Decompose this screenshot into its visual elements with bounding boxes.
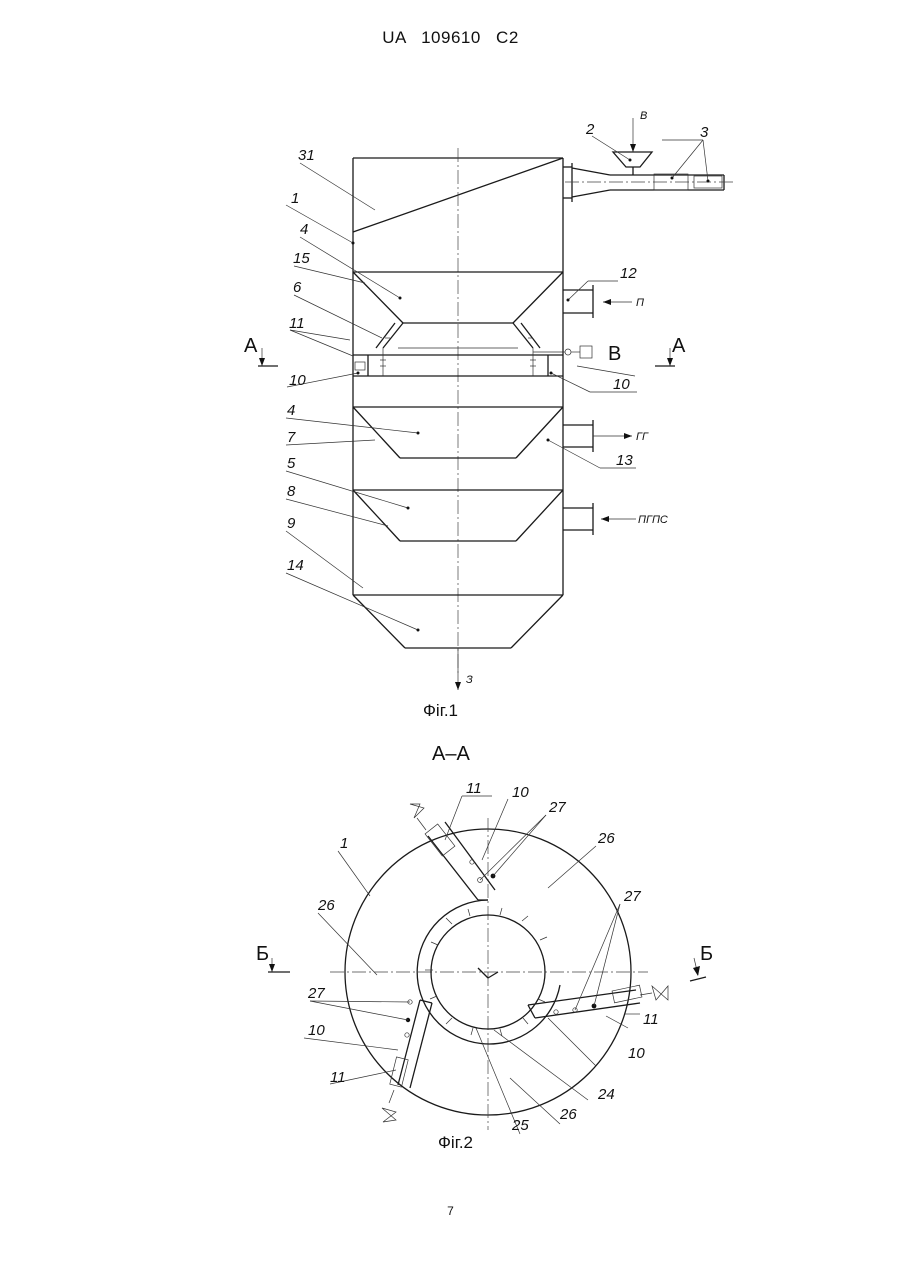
ref2-25: 25: [511, 1117, 529, 1134]
flow-label-v: В: [640, 110, 647, 122]
figure-1: 31 1 4 15 6 11 10 4 7 5 8 9 14 2 3 12 10…: [244, 110, 735, 720]
ref2-10-top: 10: [512, 784, 529, 801]
ref-4-lower: 4: [287, 402, 295, 419]
ref-10-left: 10: [289, 372, 306, 389]
flow-label-pgps: ПГПС: [638, 514, 668, 526]
ref-9: 9: [287, 515, 296, 532]
ref2-24: 24: [597, 1086, 615, 1103]
section-mark-a-right: А: [672, 335, 686, 357]
ref2-26-right: 26: [597, 830, 615, 847]
ref2-11-left: 11: [330, 1069, 346, 1086]
flow-label-z: З: [466, 674, 473, 686]
ref-5: 5: [287, 455, 296, 472]
ref2-11-top: 11: [466, 780, 482, 797]
ref-15: 15: [293, 250, 310, 267]
ref2-10-left: 10: [308, 1022, 325, 1039]
ref2-26-left: 26: [317, 897, 335, 914]
ref-11: 11: [289, 315, 305, 332]
flow-label-p: П: [636, 297, 644, 309]
flow-label-gg: ГГ: [636, 431, 649, 443]
figure-2-title: А–А: [432, 743, 470, 765]
ref-7: 7: [287, 429, 296, 446]
section-mark-b-left: Б: [256, 943, 269, 965]
ref-12: 12: [620, 265, 637, 282]
ref-6: 6: [293, 279, 302, 296]
figure-1-caption: Фіг.1: [423, 701, 458, 720]
ref-13: 13: [616, 452, 633, 469]
ref2-11-right: 11: [643, 1011, 659, 1028]
figure-2-caption: Фіг.2: [438, 1133, 473, 1152]
ref-14: 14: [287, 557, 304, 574]
section-mark-a-left: А: [244, 335, 258, 357]
ref-8: 8: [287, 483, 296, 500]
ref-2: 2: [585, 121, 595, 138]
figure-2: А–А: [256, 743, 713, 1152]
ref2-27-left: 27: [307, 985, 325, 1002]
section-mark-b-right: Б: [700, 943, 713, 965]
ref-4-upper: 4: [300, 221, 308, 238]
ref-10-right: 10: [613, 376, 630, 393]
ref2-27-right: 27: [623, 888, 641, 905]
ref-31: 31: [298, 147, 315, 164]
section-mark-v: В: [608, 343, 621, 365]
page-number: 7: [0, 1204, 901, 1218]
ref2-10-right: 10: [628, 1045, 645, 1062]
ref2-27-top: 27: [548, 799, 566, 816]
ref2-26-bottom: 26: [559, 1106, 577, 1123]
ref-1: 1: [291, 190, 299, 207]
ref-3: 3: [700, 124, 709, 141]
ref2-1: 1: [340, 835, 348, 852]
